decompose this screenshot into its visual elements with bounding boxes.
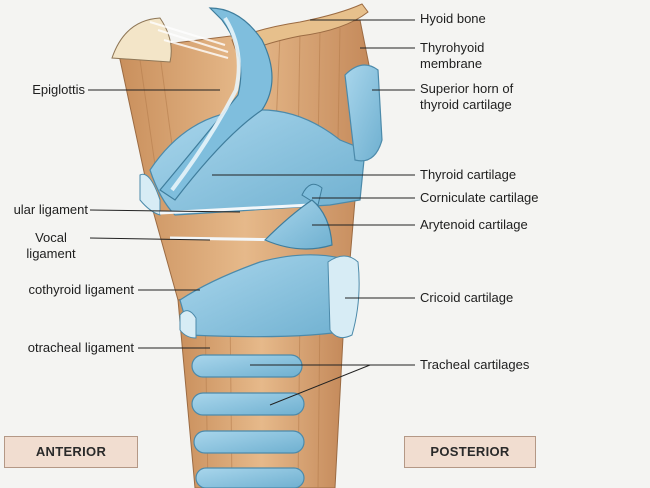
hyoid-cut-left: [111, 17, 172, 63]
label-hyoid-bone: Hyoid bone: [420, 11, 486, 26]
label-cricotracheal-ligament: otracheal ligament: [27, 340, 134, 355]
label-cricoid-cartilage: Cricoid cartilage: [420, 290, 514, 305]
anterior-tag: ANTERIOR: [4, 436, 138, 468]
cricoid-anterior-edge: [179, 310, 197, 339]
label-thyrohyoid-membrane: Thyrohyoid membrane: [420, 40, 485, 71]
tracheal-rings: [191, 354, 305, 488]
posterior-tag: POSTERIOR: [404, 436, 536, 468]
label-corniculate-cartilage: Corniculate cartilage: [420, 190, 539, 205]
label-superior-horn: Superior horn of thyroid cartilage: [420, 81, 514, 112]
label-vestibular-ligament: ular ligament: [13, 202, 88, 217]
cricoid-cartilage-shape: [179, 254, 353, 338]
epiglottis-highlight: [170, 16, 241, 192]
hyoid-tendon: [149, 21, 229, 59]
label-tracheal-cartilages: Tracheal cartilages: [420, 357, 530, 372]
epiglottis-shape: [159, 7, 273, 201]
label-thyroid-cartilage: Thyroid cartilage: [420, 167, 517, 182]
label-arytenoid-cartilage: Arytenoid cartilage: [420, 217, 528, 232]
label-cricothyroid-ligament: cothyroid ligament: [28, 282, 135, 297]
label-vocal-ligament: Vocal ligament: [26, 230, 76, 261]
cricoid-posterior-lamina: [327, 255, 360, 339]
hyoid-bone-shape: [231, 3, 369, 57]
label-epiglottis: Epiglottis: [32, 82, 85, 97]
thyroid-edge-left: [139, 173, 161, 216]
superior-horn-shape: [344, 64, 383, 162]
leader-lines: [88, 19, 415, 406]
corniculate-shape: [301, 183, 323, 206]
arytenoid-shape: [263, 199, 333, 250]
